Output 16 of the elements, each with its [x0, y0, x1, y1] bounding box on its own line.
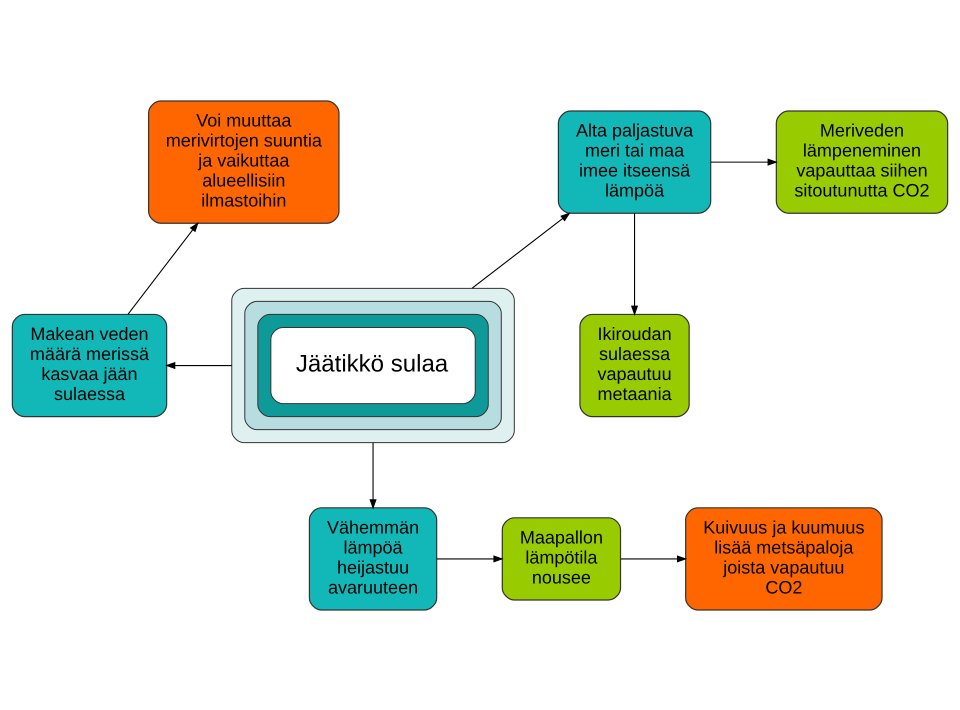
node-box: Meriveden lämpeneminen vapauttaa siihen sitoutunutta CO2: [776, 110, 948, 214]
node-box: Vähemmän lämpöä heijastuu avaruuteen: [308, 506, 438, 610]
node-box: Kuivuus ja kuumuus lisää metsäpaloja joista vapautuu CO2: [685, 506, 883, 610]
arrow: [630, 212, 638, 316]
arrow: [369, 442, 377, 509]
arrow: [620, 554, 688, 562]
arrow: [128, 221, 199, 314]
arrow: [436, 554, 504, 562]
node-box: Maapallon lämpötila nousee: [502, 516, 622, 600]
node-box: Ikiroudan sulaessa vapautuu metaania: [579, 313, 690, 417]
arrow: [472, 212, 571, 288]
node-box: Makean veden määrä merissä kasvaa jään sulaessa: [12, 313, 168, 417]
node-box: Alta paljastuva meri tai maa imee itseensä lämpöä: [558, 110, 712, 214]
node-box: Voi muuttaa merivirtojen suuntia ja vaikuttaa alueellisiin ilmastoihin: [148, 100, 340, 224]
arrow: [710, 158, 778, 166]
arrow: [165, 361, 232, 369]
